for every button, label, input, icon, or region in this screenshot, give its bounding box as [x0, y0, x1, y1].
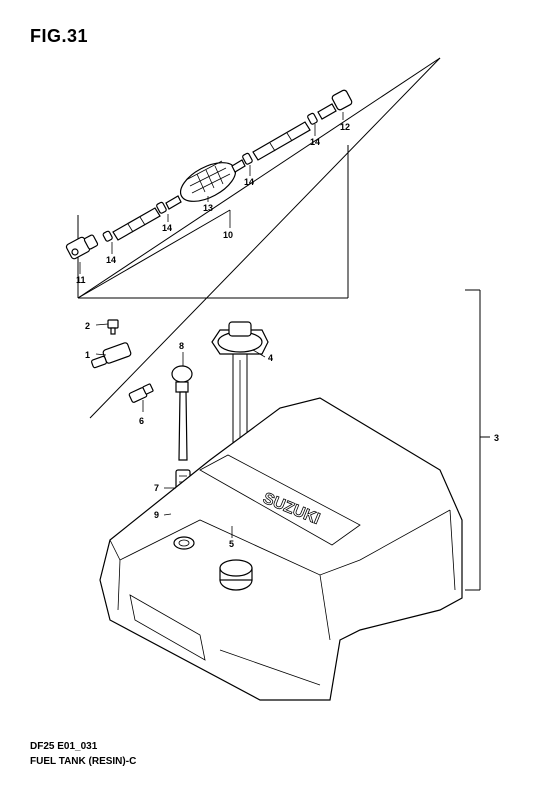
fuel-tank-3: SUZUKI — [99, 397, 463, 701]
assembly-bracket-3 — [465, 289, 490, 591]
callout-13: 13 — [203, 203, 213, 213]
fitting-1 — [91, 342, 132, 369]
fitting-6 — [128, 383, 154, 403]
callout-14-c: 14 — [244, 177, 254, 187]
callout-10: 10 — [223, 230, 233, 240]
figure-name: FUEL TANK (RESIN)-C — [30, 756, 137, 767]
fuel-hose-assembly — [65, 89, 353, 260]
callout-12: 12 — [340, 122, 350, 132]
callout-14-b: 14 — [106, 255, 116, 265]
hose-segment-1 — [112, 207, 161, 241]
callout-2: 2 — [85, 321, 90, 331]
figure-title: FIG.31 — [30, 26, 89, 46]
clamp-14c — [242, 152, 253, 165]
callout-14-d: 14 — [310, 137, 320, 147]
callout-11: 11 — [76, 275, 86, 285]
figure-code: DF25 E01_031 — [30, 741, 98, 752]
callout-4: 4 — [268, 353, 273, 363]
clamp-14d — [307, 112, 318, 125]
callout-labels: 1 2 3 4 5 6 7 8 9 10 11 12 13 14 14 14 1… — [76, 122, 499, 549]
primer-bulb-13 — [179, 159, 246, 202]
connector-11 — [65, 234, 99, 260]
clamp-14a — [102, 230, 113, 242]
clamp-14b — [156, 201, 167, 214]
callout-6: 6 — [139, 416, 144, 426]
callout-3: 3 — [494, 433, 499, 443]
callout-7: 7 — [154, 483, 159, 493]
hose-segment-2 — [252, 121, 311, 161]
connector-12 — [317, 89, 353, 120]
fuel-line-boundary — [77, 57, 441, 419]
callout-1: 1 — [85, 350, 90, 360]
callout-5: 5 — [229, 539, 234, 549]
callout-8: 8 — [179, 341, 184, 351]
screw-2 — [107, 319, 119, 335]
callout-14-a: 14 — [162, 223, 172, 233]
callout-9: 9 — [154, 510, 159, 520]
pickup-tube-8 — [171, 365, 193, 461]
leader-lines — [79, 112, 344, 538]
